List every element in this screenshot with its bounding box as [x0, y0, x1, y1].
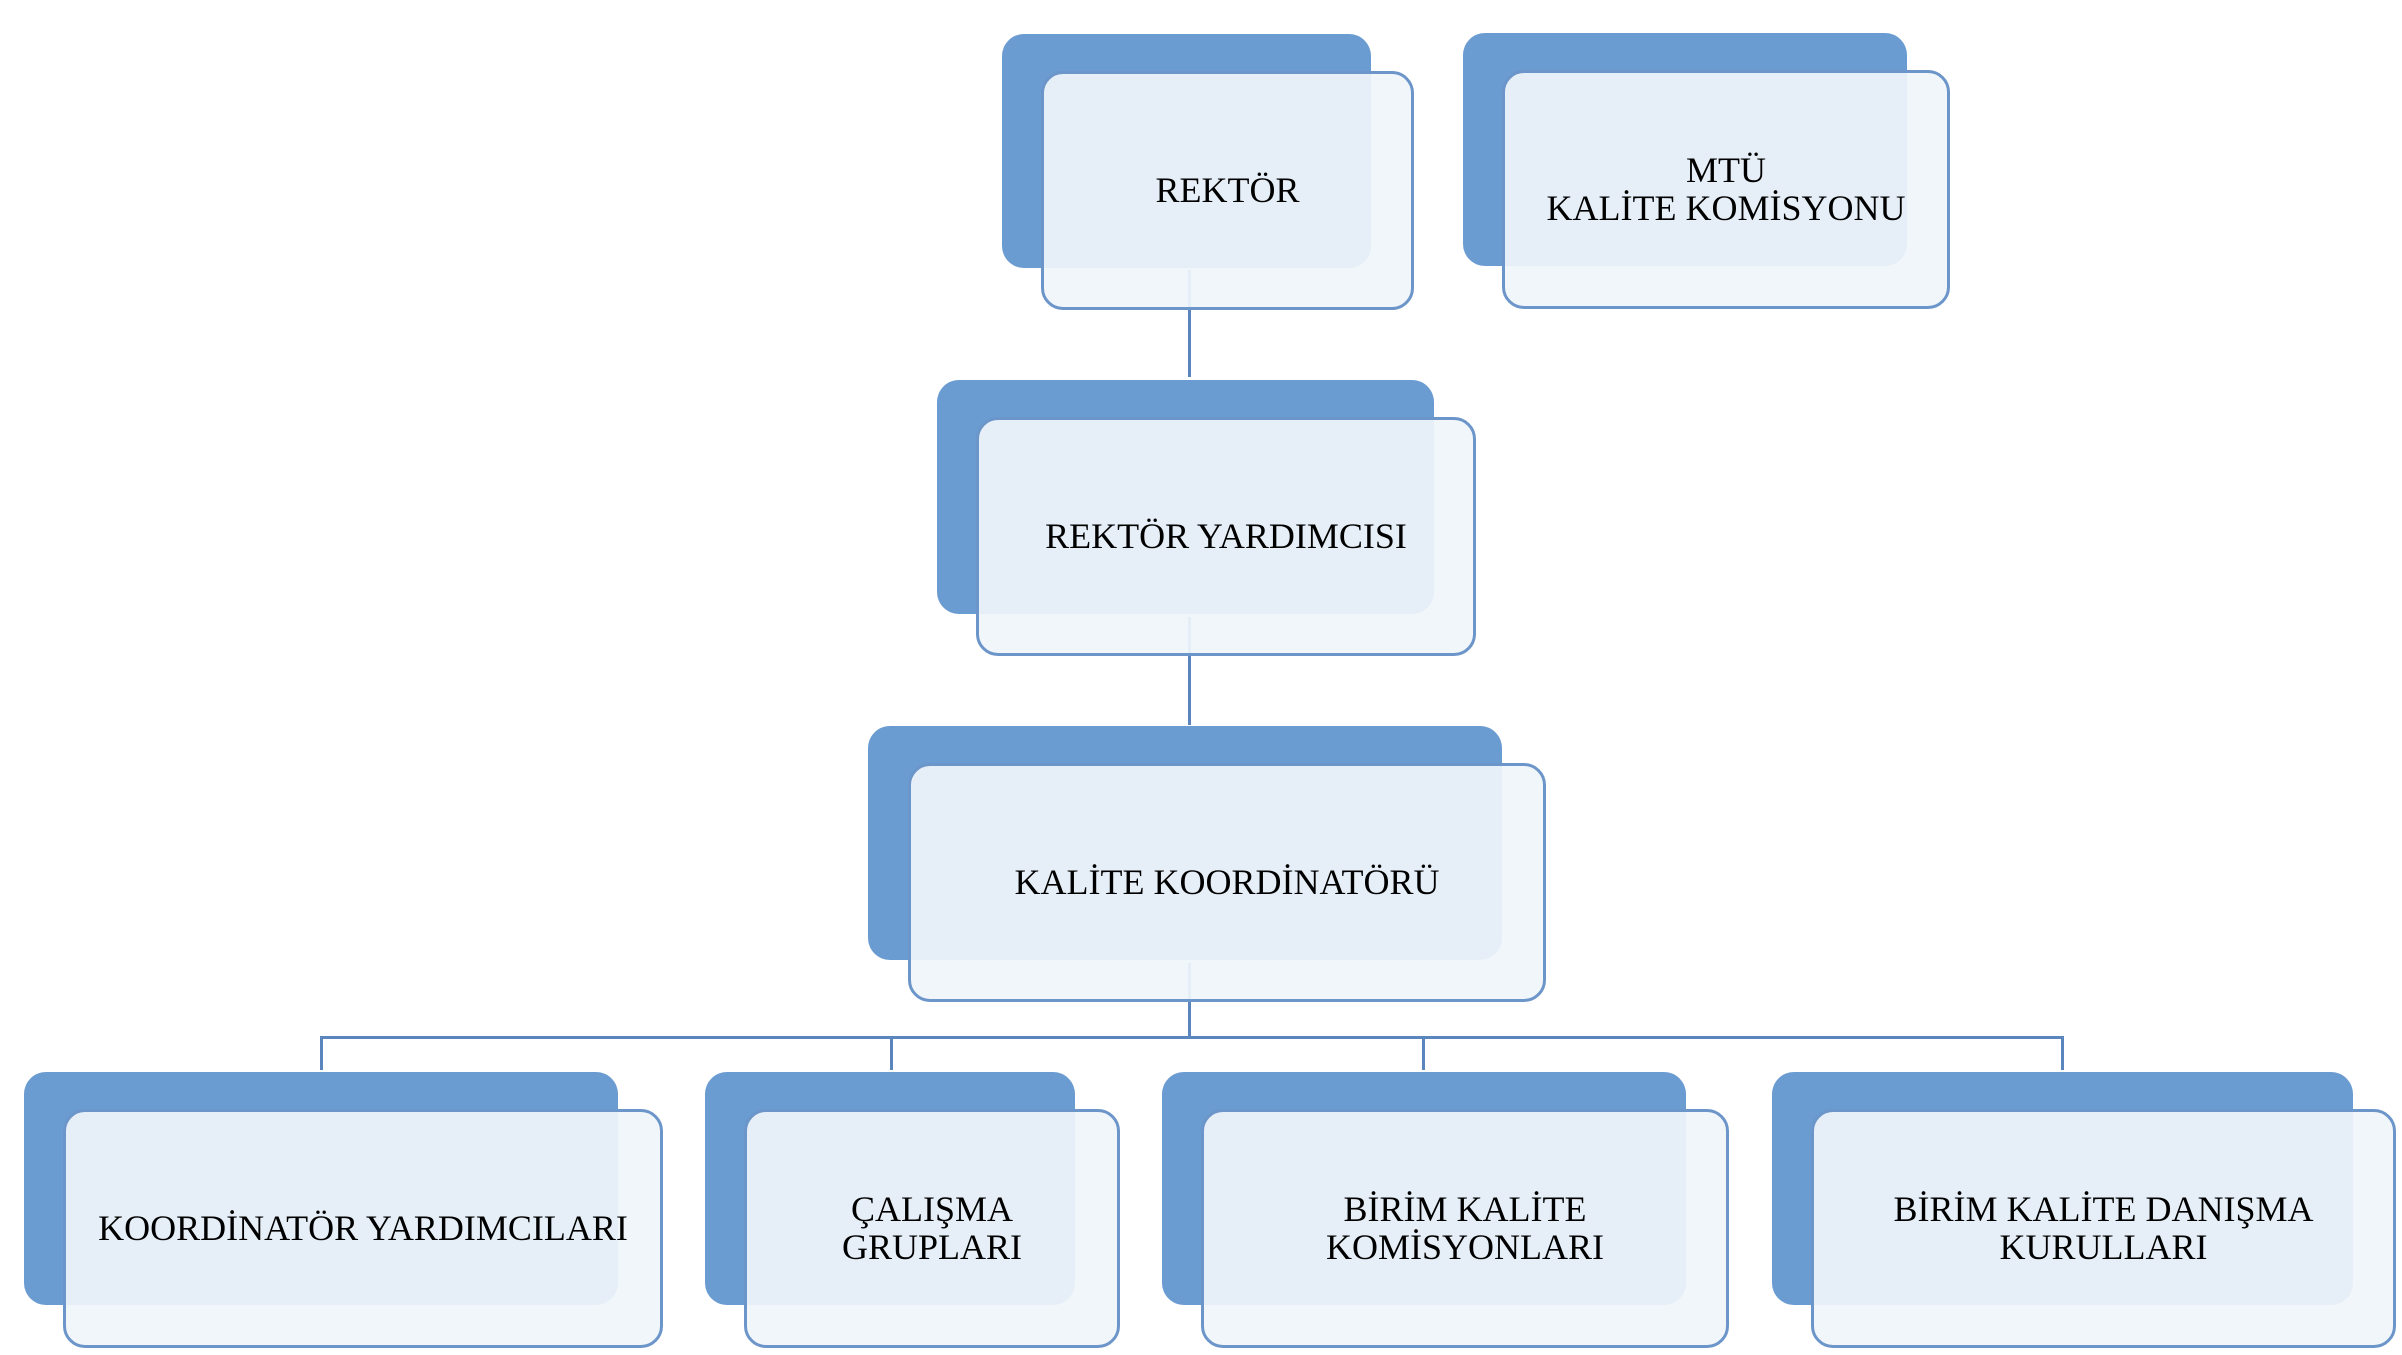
node-calisma-gruplari-front-panel: ÇALIŞMA GRUPLARI: [744, 1109, 1120, 1348]
node-calisma-gruplari-label: ÇALIŞMA GRUPLARI: [841, 1188, 1023, 1267]
connector-rektor-to-yardimcisi: [1188, 270, 1191, 377]
connector-to-calisma-gruplari: [890, 1036, 893, 1070]
connector-to-birim-kalite-danisma-kurullari: [2061, 1036, 2064, 1070]
node-birim-kalite-komisyonlari-front-panel: BİRİM KALİTE KOMİSYONLARI: [1201, 1109, 1729, 1348]
node-koordinator-yardimcilari-front-panel: KOORDİNATÖR YARDIMCILARI: [63, 1109, 663, 1348]
node-birim-kalite-komisyonlari-label: BİRİM KALİTE KOMİSYONLARI: [1326, 1188, 1604, 1267]
node-kalite-komisyonu-label: MTÜ KALİTE KOMİSYONU: [1546, 149, 1906, 228]
node-rektor-yardimcisi-front-panel: REKTÖR YARDIMCISI: [976, 417, 1476, 656]
connector-yardimcisi-to-koordinator: [1188, 617, 1191, 725]
node-birim-kalite-danisma-kurullari-front-panel: BİRİM KALİTE DANIŞMA KURULLARI: [1811, 1109, 2396, 1348]
node-kalite-komisyonu-front-panel: MTÜ KALİTE KOMİSYONU: [1502, 70, 1950, 309]
node-rektor-yardimcisi-label: REKTÖR YARDIMCISI: [1045, 515, 1407, 556]
node-koordinator-yardimcilari-label: KOORDİNATÖR YARDIMCILARI: [98, 1207, 628, 1248]
node-rektor-label: REKTÖR: [1155, 169, 1300, 210]
node-kalite-koordinatoru-label: KALİTE KOORDİNATÖRÜ: [1014, 861, 1440, 902]
connector-bus: [320, 1036, 2064, 1039]
connector-to-koordinator-yardimcilari: [320, 1036, 323, 1070]
node-rektor-front-panel: REKTÖR: [1041, 71, 1414, 310]
node-birim-kalite-danisma-kurullari-label: BİRİM KALİTE DANIŞMA KURULLARI: [1893, 1188, 2314, 1267]
connector-to-birim-kalite-komisyonlari: [1422, 1036, 1425, 1070]
node-kalite-koordinatoru-front-panel: KALİTE KOORDİNATÖRÜ: [908, 763, 1546, 1002]
